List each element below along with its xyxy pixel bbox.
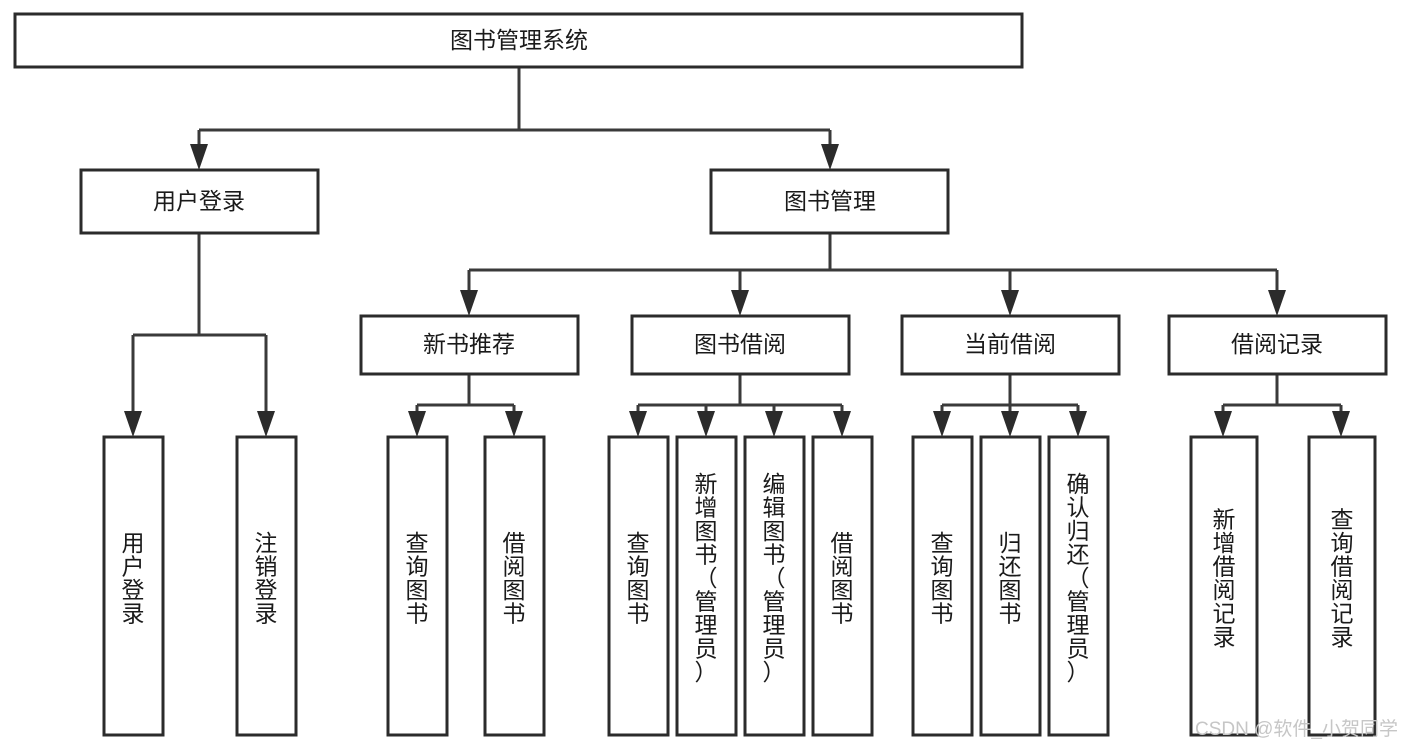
arrow-borrow-record-leaf-1 (1214, 411, 1232, 437)
leaf-label: 编辑图书（管理员） (763, 471, 786, 685)
leaf-box[interactable] (483, 435, 546, 737)
node-borrow-record-label: 借阅记录 (1231, 331, 1323, 357)
node-borrow-record[interactable]: 借阅记录 (1167, 314, 1388, 376)
leaf-label: 注销登录 (255, 530, 278, 627)
leaf-box[interactable] (1307, 435, 1377, 737)
arrow-new-book-leaf-1 (408, 411, 426, 437)
node-root-book-management-system[interactable]: 图书管理系统 (13, 12, 1024, 69)
node-new-book-recommend-label: 新书推荐 (423, 331, 515, 357)
node-current-borrow-box[interactable] (900, 314, 1121, 376)
leaf-box[interactable] (979, 435, 1042, 737)
leaf-book-borrow-query-book[interactable]: 查询图书 (607, 435, 670, 737)
leaf-box[interactable] (1189, 435, 1259, 737)
node-new-book-recommend-box[interactable] (359, 314, 580, 376)
node-new-book-recommend[interactable]: 新书推荐 (359, 314, 580, 376)
arrow-book-manage-to-current-borrow (1001, 290, 1019, 316)
leaf-label: 查询借阅记录 (1331, 506, 1354, 650)
arrow-book-borrow-leaf-2 (697, 411, 715, 437)
node-user-login[interactable]: 用户登录 (79, 168, 320, 235)
node-book-management[interactable]: 图书管理 (709, 168, 950, 235)
connector-layer (124, 67, 1350, 437)
leaf-book-borrow-edit-book-admin[interactable]: 编辑图书（管理员） (743, 435, 806, 737)
node-book-borrow[interactable]: 图书借阅 (630, 314, 851, 376)
arrow-current-borrow-leaf-3 (1069, 411, 1087, 437)
leaf-label: 查询图书 (627, 530, 650, 627)
leaf-book-borrow-borrow-book[interactable]: 借阅图书 (811, 435, 874, 737)
arrow-book-manage-to-new-book (460, 290, 478, 316)
arrow-user-login-leaf-2 (257, 411, 275, 437)
leaf-label: 归还图书 (999, 530, 1022, 627)
leaf-box[interactable] (1047, 435, 1110, 737)
leaf-label: 确认归还（管理员） (1067, 471, 1090, 685)
arrow-borrow-record-leaf-2 (1332, 411, 1350, 437)
leaf-layer: 用户登录 注销登录 查询图书 借阅图书 查询图书 新 (102, 435, 1377, 737)
leaf-label: 借阅图书 (503, 530, 526, 627)
leaf-label: 借阅图书 (831, 530, 854, 627)
node-current-borrow-label: 当前借阅 (964, 331, 1056, 357)
leaf-user-login-login[interactable]: 用户登录 (102, 435, 165, 737)
node-user-login-box[interactable] (79, 168, 320, 235)
node-root-label: 图书管理系统 (450, 27, 588, 53)
csdn-watermark: CSDN @软件_小贺同学 (1195, 718, 1398, 740)
leaf-label: 新增图书（管理员） (695, 471, 718, 685)
node-book-borrow-label: 图书借阅 (694, 331, 786, 357)
leaf-new-book-borrow-book[interactable]: 借阅图书 (483, 435, 546, 737)
leaf-label: 用户登录 (122, 530, 145, 627)
leaf-label: 新增借阅记录 (1213, 506, 1236, 650)
node-borrow-record-box[interactable] (1167, 314, 1388, 376)
node-root-box[interactable] (13, 12, 1024, 69)
leaf-box[interactable] (607, 435, 670, 737)
node-book-borrow-box[interactable] (630, 314, 851, 376)
leaf-label: 查询图书 (406, 530, 429, 627)
arrow-root-to-user-login (190, 144, 208, 170)
node-book-management-box[interactable] (709, 168, 950, 235)
arrow-current-borrow-leaf-1 (933, 411, 951, 437)
arrow-new-book-leaf-2 (505, 411, 523, 437)
arrow-book-manage-to-borrow-record (1268, 290, 1286, 316)
arrow-book-borrow-leaf-4 (833, 411, 851, 437)
leaf-user-login-logout[interactable]: 注销登录 (235, 435, 298, 737)
leaf-label: 查询图书 (931, 530, 954, 627)
leaf-box[interactable] (911, 435, 974, 737)
arrow-current-borrow-leaf-2 (1001, 411, 1019, 437)
node-book-management-label: 图书管理 (784, 188, 876, 214)
leaf-box[interactable] (811, 435, 874, 737)
leaf-current-borrow-confirm-return-admin[interactable]: 确认归还（管理员） (1047, 435, 1110, 737)
leaf-current-borrow-return-book[interactable]: 归还图书 (979, 435, 1042, 737)
leaf-new-book-query-book[interactable]: 查询图书 (386, 435, 449, 737)
leaf-box[interactable] (743, 435, 806, 737)
arrow-book-borrow-leaf-1 (629, 411, 647, 437)
arrow-user-login-leaf-1 (124, 411, 142, 437)
arrow-root-to-book-manage (821, 144, 839, 170)
leaf-box[interactable] (102, 435, 165, 737)
leaf-current-borrow-query-book[interactable]: 查询图书 (911, 435, 974, 737)
leaf-borrow-record-query-record[interactable]: 查询借阅记录 (1307, 435, 1377, 737)
arrow-book-borrow-leaf-3 (765, 411, 783, 437)
leaf-box[interactable] (235, 435, 298, 737)
leaf-borrow-record-add-record[interactable]: 新增借阅记录 (1189, 435, 1259, 737)
node-current-borrow[interactable]: 当前借阅 (900, 314, 1121, 376)
leaf-box[interactable] (386, 435, 449, 737)
leaf-book-borrow-add-book-admin[interactable]: 新增图书（管理员） (675, 435, 738, 737)
node-user-login-label: 用户登录 (153, 188, 245, 214)
leaf-box[interactable] (675, 435, 738, 737)
arrow-book-manage-to-book-borrow (731, 290, 749, 316)
